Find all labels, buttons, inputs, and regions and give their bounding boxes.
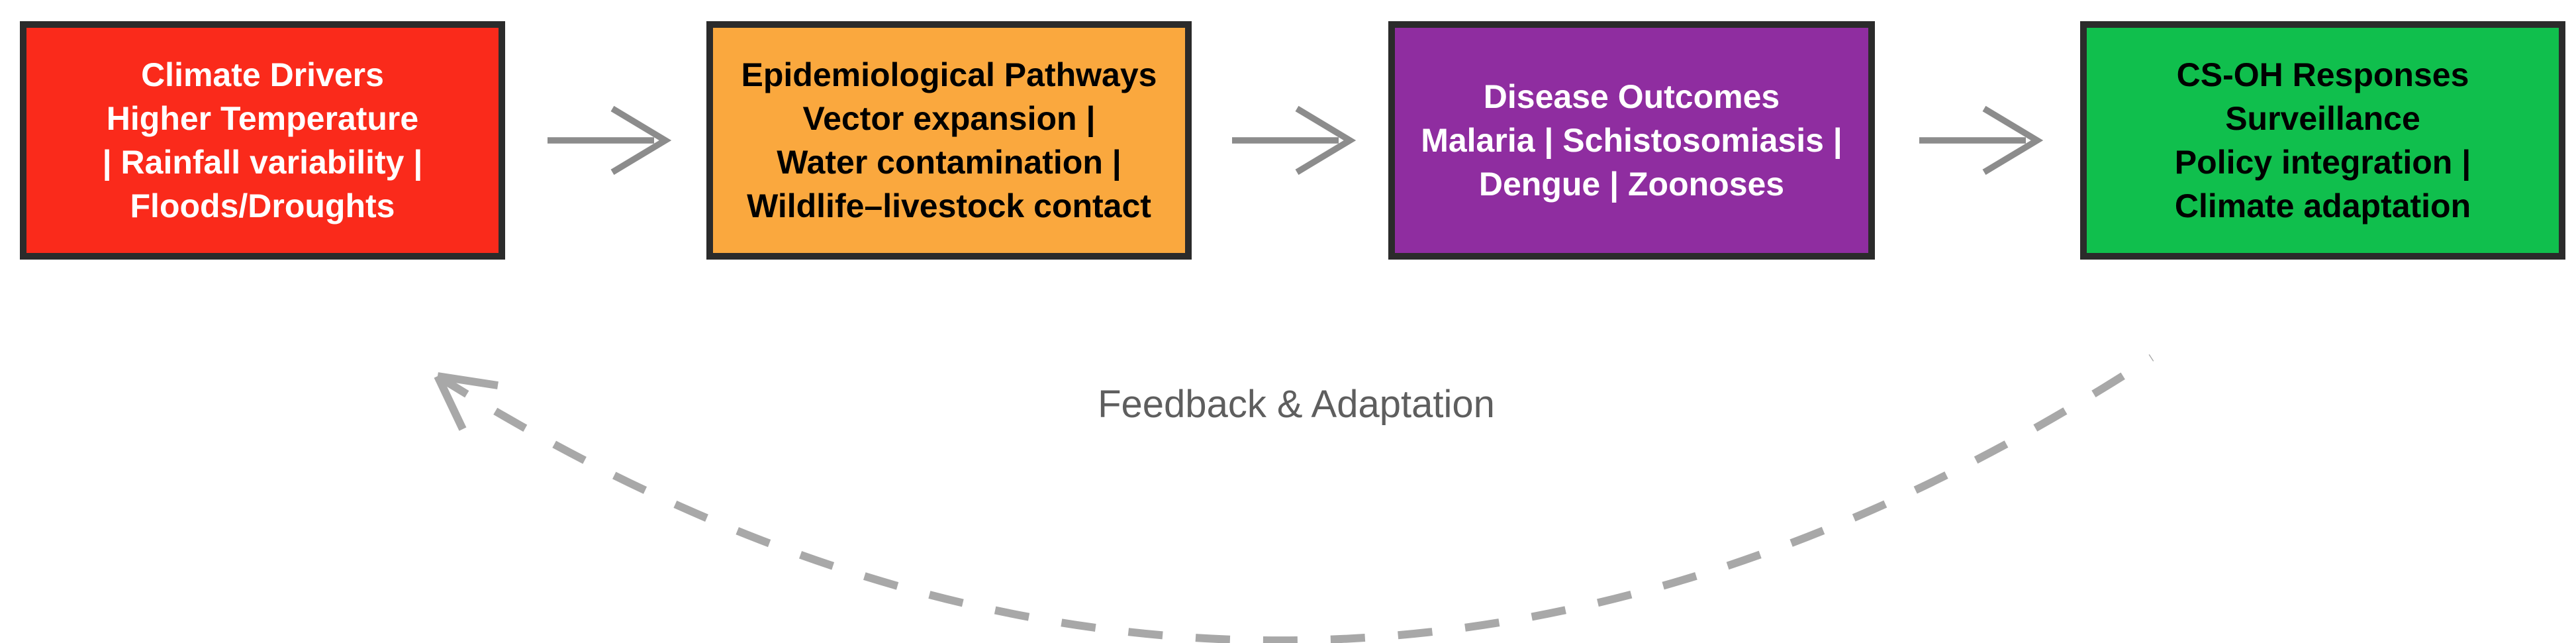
box-line: | Rainfall variability | [102, 144, 423, 181]
box-line: Surveillance [2225, 100, 2420, 137]
box-line: Climate adaptation [2174, 187, 2471, 224]
box-line: Vector expansion | [802, 100, 1096, 137]
right-arrow-icon [1232, 105, 1357, 175]
right-arrow-icon [1919, 105, 2044, 175]
box-line: Water contamination | [777, 144, 1121, 181]
box-line: Wildlife–livestock contact [747, 187, 1151, 224]
flow-box-disease-outcomes: Disease Outcomes Malaria | Schistosomias… [1388, 21, 1875, 260]
box-title: Disease Outcomes [1483, 78, 1780, 115]
right-arrow-icon [548, 105, 672, 175]
box-line: Policy integration | [2174, 144, 2471, 181]
box-title: Epidemiological Pathways [741, 56, 1157, 93]
box-line: Higher Temperature [106, 100, 419, 137]
flow-box-epidemiological-pathways: Epidemiological Pathways Vector expansio… [706, 21, 1192, 260]
flow-box-climate-drivers: Climate Drivers Higher Temperature | Rai… [20, 21, 505, 260]
box-title: Climate Drivers [141, 56, 384, 93]
feedback-label: Feedback & Adaptation [1098, 383, 1495, 426]
box-title: CS-OH Responses [2176, 56, 2469, 93]
box-line: Dengue | Zoonoses [1478, 166, 1785, 203]
flow-box-cs-oh-responses: CS-OH Responses Surveillance Policy inte… [2080, 21, 2565, 260]
box-line: Malaria | Schistosomiasis | [1421, 122, 1842, 159]
box-line: Floods/Droughts [130, 187, 395, 224]
